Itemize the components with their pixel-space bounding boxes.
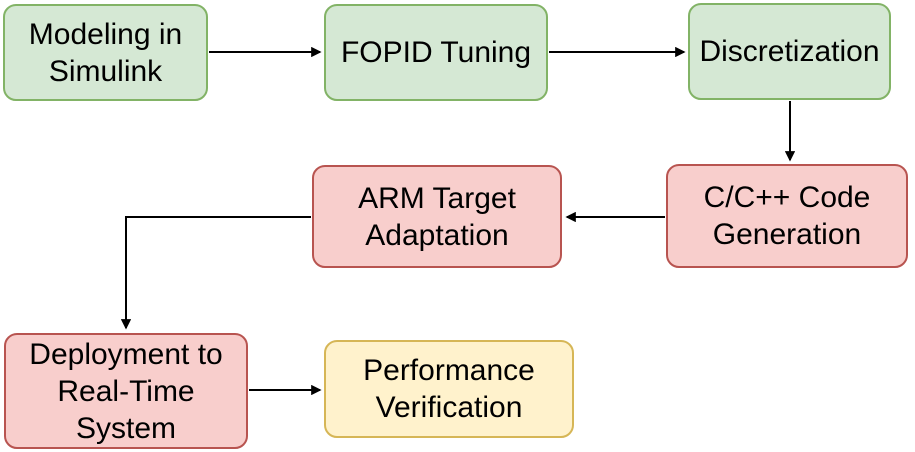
edge-arm-to-deployment-elbow-arrow: [120, 216, 311, 330]
node-fopid-tuning: FOPID Tuning: [324, 4, 548, 101]
node-performance-verification-label: Performance Verification: [363, 354, 535, 424]
node-c-cpp-code-generation: C/C++ Code Generation: [666, 164, 908, 268]
node-fopid-tuning-label: FOPID Tuning: [340, 36, 532, 69]
node-modeling-in-simulink: Modeling in Simulink: [3, 4, 208, 101]
node-deployment-to-real-time-system-label: Deployment to Real-Time System: [29, 337, 223, 445]
node-arm-target-adaptation: ARM Target Adaptation: [312, 165, 562, 268]
node-performance-verification: Performance Verification: [324, 340, 574, 438]
node-deployment-to-real-time-system: Deployment to Real-Time System: [4, 333, 248, 449]
node-discretization-label: Discretization: [699, 35, 880, 68]
node-c-cpp-code-generation-label: C/C++ Code Generation: [703, 181, 871, 251]
node-discretization: Discretization: [688, 3, 891, 100]
node-arm-target-adaptation-label: ARM Target Adaptation: [358, 181, 516, 252]
node-modeling-in-simulink-label: Modeling in Simulink: [28, 17, 183, 88]
